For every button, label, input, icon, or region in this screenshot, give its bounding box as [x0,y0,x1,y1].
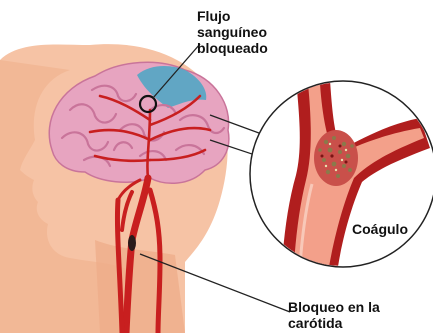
clot [314,130,358,186]
blocked-flow-line1: Flujo [197,8,268,24]
blocked-flow-line3: bloqueado [197,40,268,56]
blocked-flow-line2: sanguíneo [197,24,268,40]
carotid-blockage-label: Bloqueo en la carótida [288,299,380,331]
carotid-blockage [128,235,136,251]
clot-label: Coágulo [352,221,408,237]
carotid-line2: carótida [288,315,380,331]
blocked-flow-label: Flujo sanguíneo bloqueado [197,8,268,56]
carotid-line1: Bloqueo en la [288,299,380,315]
